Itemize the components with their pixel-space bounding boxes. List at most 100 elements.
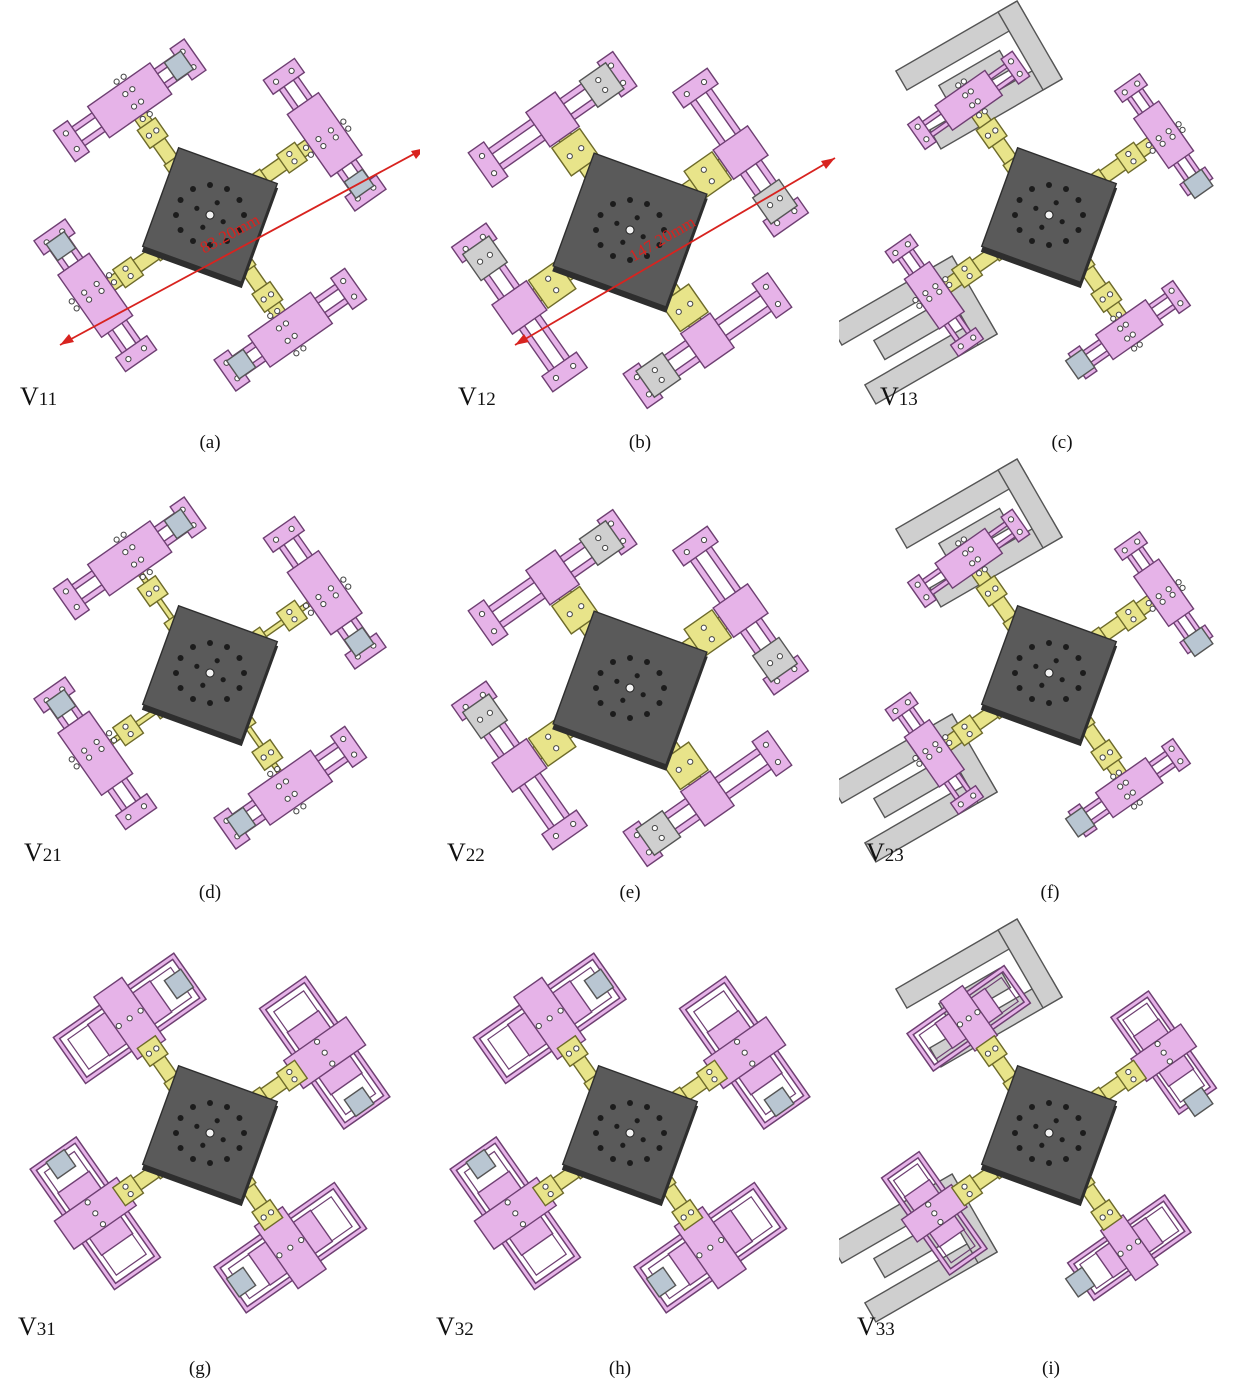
- hole: [1007, 58, 1015, 65]
- hole: [892, 249, 899, 257]
- hole: [84, 1199, 91, 1206]
- joint-block: [556, 1034, 589, 1068]
- platform-center-hole: [1044, 1128, 1054, 1138]
- hole: [504, 1199, 511, 1206]
- hole: [1125, 150, 1132, 158]
- platform-hole: [207, 700, 213, 706]
- hole: [329, 1060, 336, 1067]
- hole: [129, 544, 136, 551]
- hole: [1126, 1244, 1133, 1251]
- hole: [291, 790, 298, 798]
- hole: [1169, 591, 1176, 598]
- hole: [904, 241, 911, 248]
- platform-hole: [194, 663, 200, 669]
- hole: [351, 293, 358, 300]
- end-block: [645, 1266, 677, 1298]
- hole: [120, 73, 127, 80]
- joint-block: [975, 1034, 1008, 1068]
- hole: [345, 125, 352, 132]
- hole: [1117, 1250, 1124, 1257]
- hole: [1110, 315, 1117, 322]
- hole: [286, 150, 293, 158]
- platform-hole: [1063, 186, 1069, 193]
- platform-hole: [1046, 700, 1052, 706]
- platform-hole: [1059, 677, 1065, 683]
- platform-hole: [644, 1155, 650, 1162]
- end-block: [1182, 626, 1214, 658]
- hole: [276, 1252, 283, 1259]
- joint-block: [950, 1174, 984, 1207]
- platform-hole: [656, 670, 663, 676]
- hole: [573, 1045, 580, 1052]
- platform-hole: [634, 673, 640, 679]
- hole: [129, 86, 136, 93]
- platform-hole: [214, 200, 220, 206]
- hole: [153, 585, 160, 592]
- platform-hole: [177, 1115, 184, 1121]
- end-block: [578, 61, 625, 109]
- hole: [932, 741, 939, 748]
- rail-end-block: [884, 233, 919, 264]
- dimension-arrow: [60, 334, 74, 345]
- hole: [332, 134, 339, 141]
- platform-hole: [1033, 663, 1039, 669]
- hole: [542, 1183, 549, 1190]
- hole: [127, 730, 134, 738]
- hole: [923, 594, 930, 601]
- mechanism: [839, 918, 1218, 1323]
- hole: [122, 90, 129, 98]
- hole: [957, 343, 964, 350]
- hole: [130, 103, 138, 110]
- hole: [267, 770, 274, 778]
- platform-hole: [656, 212, 663, 218]
- end-block: [583, 968, 615, 1000]
- hole: [926, 295, 933, 302]
- slider-plate: [712, 124, 770, 181]
- platform-hole: [644, 1104, 650, 1111]
- mechanism-v23-drawing: [839, 458, 1214, 863]
- hole: [683, 90, 690, 98]
- hole: [706, 1068, 713, 1076]
- end-block: [163, 508, 195, 540]
- hole: [981, 108, 988, 115]
- rail-end-block: [884, 691, 919, 722]
- hole: [1110, 773, 1117, 780]
- platform-center-hole: [625, 1128, 635, 1138]
- gray-bar: [997, 0, 1064, 91]
- platform-hole: [1080, 212, 1086, 218]
- platform-hole: [177, 1145, 184, 1151]
- platform-hole: [610, 201, 616, 208]
- hole: [700, 624, 707, 631]
- platform-hole: [1029, 644, 1035, 651]
- hole: [345, 583, 352, 590]
- platform-hole: [1046, 182, 1052, 188]
- hole: [284, 795, 291, 802]
- platform-hole: [173, 1130, 179, 1136]
- hole: [145, 1050, 153, 1057]
- end-block: [1064, 1266, 1096, 1298]
- platform-hole: [610, 710, 616, 717]
- platform-hole: [236, 1115, 243, 1121]
- platform-hole: [1063, 237, 1069, 244]
- hole: [99, 1221, 107, 1228]
- hole: [711, 1076, 718, 1083]
- hole: [137, 98, 145, 105]
- hole: [749, 1060, 756, 1067]
- hole: [992, 127, 999, 134]
- hole: [774, 300, 782, 308]
- joint-block: [251, 280, 284, 314]
- hole: [557, 1007, 564, 1014]
- hole: [931, 1210, 938, 1217]
- hole: [478, 610, 486, 618]
- platform-hole: [1063, 1155, 1069, 1162]
- variant-label: V13: [880, 382, 918, 411]
- end-block: [578, 519, 625, 567]
- rail-end-block: [329, 267, 368, 311]
- panel-caption: (c): [1051, 432, 1073, 453]
- hole: [675, 766, 682, 773]
- hole: [291, 332, 298, 340]
- slider-plate: [679, 770, 736, 828]
- joint-block: [1090, 738, 1123, 772]
- hole: [966, 1190, 973, 1198]
- platform-hole: [173, 670, 179, 676]
